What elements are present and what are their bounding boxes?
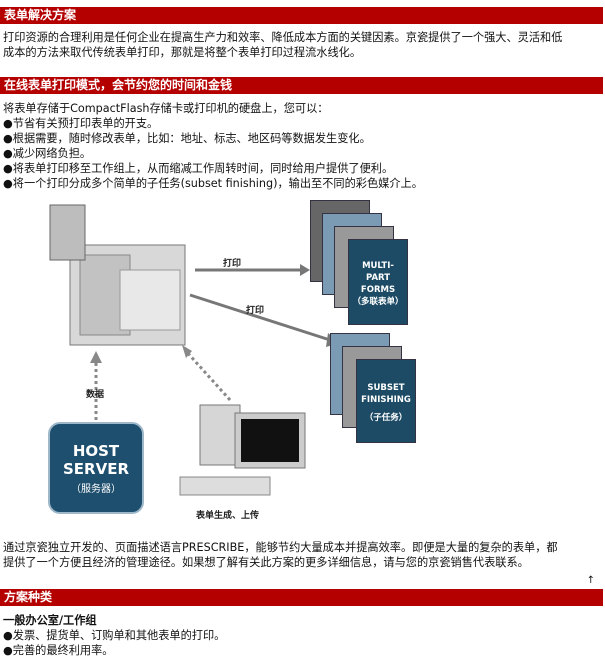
- text-line: 将表单存储于CompactFlash存储卡或打印机的硬盘上，您可以：: [3, 102, 329, 115]
- text-line: 打印资源的合理利用是任何企业在提高生产力和效率、降低成本方面的关键因素。京瓷提供…: [3, 31, 563, 44]
- section-title-online-printing: 在线表单打印模式，会节约您的时间和金钱: [0, 77, 603, 94]
- pc-label: 表单生成、上传: [196, 511, 260, 521]
- multipart-forms-box: MULTI- PART FORMS （多联表单）: [348, 239, 408, 325]
- multi-label: PART: [366, 273, 390, 283]
- list-item: ●节省有关预打印表单的开支。: [3, 117, 159, 130]
- upload-arrow: [183, 348, 232, 402]
- server-label: SERVER: [62, 460, 129, 478]
- back-to-top-icon[interactable]: ↑: [586, 575, 595, 586]
- list-item: ●将表单打印移至工作组上，从而缩减工作周转时间，同时给用户提供了便利。: [3, 162, 394, 175]
- subset-finishing-box: SUBSET FINISHING （子任务）: [356, 359, 416, 443]
- intro-paragraph: 打印资源的合理利用是任何企业在提高生产力和效率、降低成本方面的关键因素。京瓷提供…: [3, 30, 603, 60]
- subheading: 一般办公室/工作组: [3, 614, 97, 627]
- list-item: ●完善的最终利用率。: [3, 644, 114, 657]
- diagram-graphics: [49, 204, 340, 496]
- subset-label: SUBSET: [367, 383, 405, 393]
- text-line: 成本的方法来取代传统表单打印，那就是将整个表单打印过程流水线化。: [3, 46, 362, 59]
- solution-types-text: 一般办公室/工作组 ●发票、提货单、订购单和其他表单的打印。 ●完善的最终利用率…: [3, 613, 603, 658]
- subset-label: FINISHING: [361, 395, 411, 405]
- section-title-forms-solution: 表单解决方案: [0, 7, 603, 24]
- print-arrow-2: [189, 293, 331, 342]
- list-item: ●减少网络负担。: [3, 147, 92, 160]
- text-line: 通过京瓷独立开发的、页面描述语言PRESCRIBE，能够节约大量成本并提高效率。…: [3, 541, 558, 554]
- workflow-diagram: MULTI- PART FORMS （多联表单） SUBSET FINISHIN…: [40, 195, 470, 530]
- prescribe-paragraph: 通过京瓷独立开发的、页面描述语言PRESCRIBE，能够节约大量成本并提高效率。…: [3, 540, 603, 570]
- multi-label: FORMS: [360, 285, 396, 295]
- list-item: ●根据需要，随时修改表单，比如：地址、标志、地区码等数据发生变化。: [3, 132, 371, 145]
- multi-label: MULTI-: [362, 261, 394, 271]
- online-printing-text: 将表单存储于CompactFlash存储卡或打印机的硬盘上，您可以： ●节省有关…: [3, 101, 603, 191]
- print-label-1: 打印: [223, 259, 242, 269]
- subset-label: （子任务）: [364, 413, 408, 423]
- list-item: ●发票、提货单、订购单和其他表单的打印。: [3, 629, 226, 642]
- text-line: 提供了一个方便且经济的管理途径。如果想了解有关此方案的更多详细信息，请与您的京瓷…: [3, 556, 529, 569]
- host-server-box: HOST SERVER （服务器）: [48, 422, 144, 514]
- host-label: HOST: [72, 442, 120, 460]
- server-cn-label: （服务器）: [71, 484, 121, 495]
- printer-icon: [49, 204, 186, 346]
- workstation-icon: [179, 404, 306, 496]
- multi-label: （多联表单）: [352, 297, 404, 307]
- data-label: 数据: [86, 390, 105, 400]
- list-item: ●将一个打印分成多个简单的子任务(subset finishing)，输出至不同…: [3, 177, 423, 190]
- print-label-2: 打印: [246, 306, 265, 316]
- section-title-solution-types: 方案种类: [0, 589, 603, 606]
